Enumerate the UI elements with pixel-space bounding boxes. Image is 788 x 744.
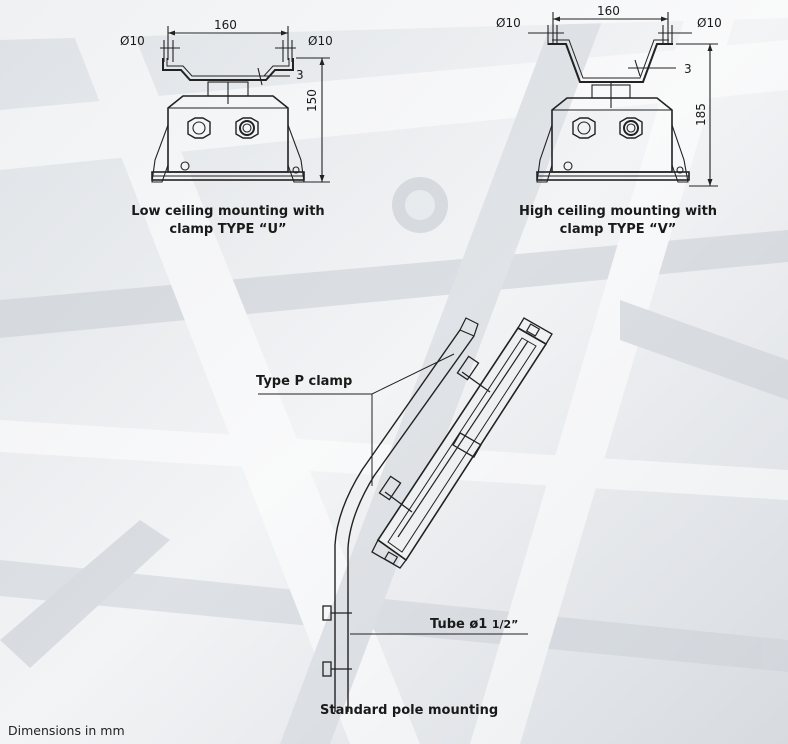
right-hole-left-label: Ø10 [496,16,521,30]
tube-label: Tube ø1 1/2” [430,617,518,632]
right-width-dimension: 160 [597,4,620,18]
tube-label-main: Tube ø1 [430,617,488,632]
left-width-dimension: 160 [214,18,237,32]
right-caption: High ceiling mounting with clamp TYPE “V… [505,203,731,239]
right-thickness-dimension: 3 [684,62,692,76]
pole-mounting-caption: Standard pole mounting [320,703,499,718]
right-hole-right-label: Ø10 [697,16,722,30]
left-caption-line2: clamp TYPE “U” [169,222,287,237]
left-caption-line1: Low ceiling mounting with [131,204,325,219]
left-thickness-dimension: 3 [296,68,304,82]
right-caption-line2: clamp TYPE “V” [559,222,677,237]
diagram-high-ceiling-v-clamp [528,12,718,187]
left-hole-left-label: Ø10 [120,34,145,48]
left-hole-right-label: Ø10 [308,34,333,48]
left-height-dimension: 150 [305,89,319,112]
tube-label-fraction: 1/2” [491,618,519,631]
right-height-dimension: 185 [694,103,708,126]
type-p-clamp-label: Type P clamp [256,374,353,389]
diagram-low-ceiling-u-clamp [151,26,330,183]
dimensions-note: Dimensions in mm [8,723,125,738]
right-caption-line1: High ceiling mounting with [518,204,718,219]
diagram-pole-mounting [258,317,553,712]
left-caption: Low ceiling mounting with clamp TYPE “U” [118,203,338,239]
